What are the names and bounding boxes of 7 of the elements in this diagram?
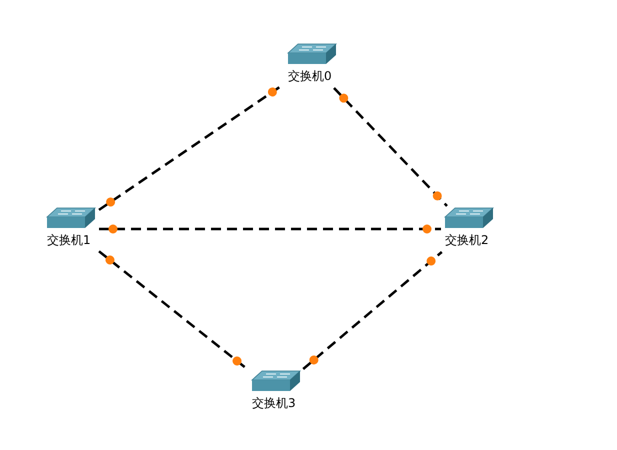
node-label: 交换机3 [252,395,296,411]
link-line [99,224,441,234]
node-label: 交换机0 [288,68,332,84]
node-label: 交换机2 [445,232,489,248]
link-line [302,251,443,370]
node-label: 交换机1 [47,232,91,248]
link-line [333,87,448,207]
